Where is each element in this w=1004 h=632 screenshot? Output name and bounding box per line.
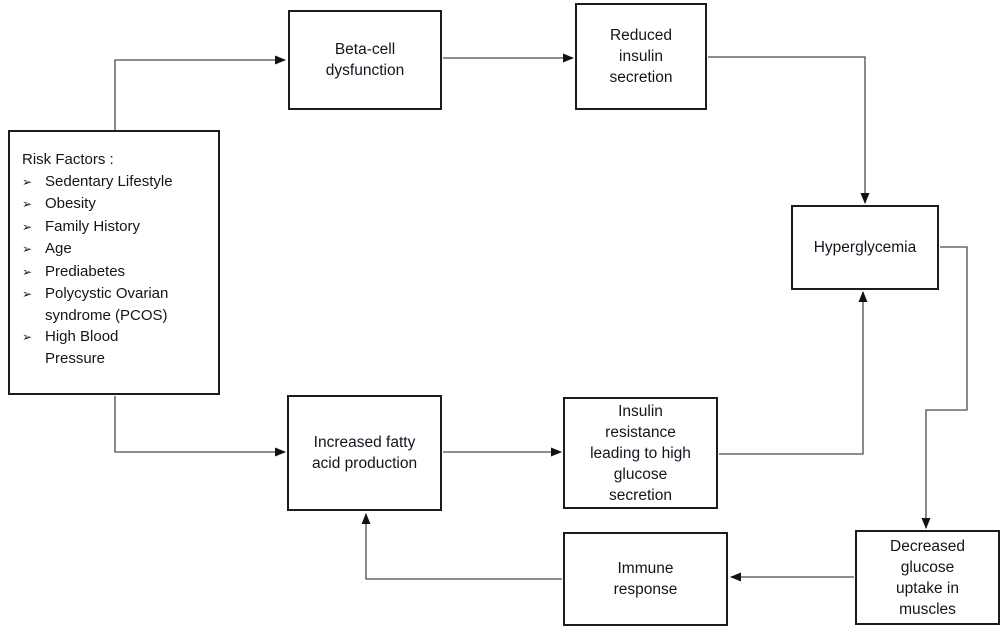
node-label: Beta-cell dysfunction bbox=[325, 41, 405, 79]
arrow-bullet-icon: ➢ bbox=[22, 197, 33, 211]
risk-factor-item: ➢ High Blood Pressure bbox=[22, 326, 212, 369]
edge-immune-response-to-fatty-acid bbox=[361, 513, 562, 580]
risk-factor-label: Sedentary Lifestyle bbox=[45, 172, 173, 190]
risk-factors-list: ➢ Sedentary Lifestyle ➢ Obesity ➢ Family… bbox=[22, 171, 212, 370]
risk-factor-item: ➢ Polycystic Ovarian syndrome (PCOS) bbox=[22, 283, 212, 326]
arrow-bullet-icon: ➢ bbox=[22, 242, 33, 256]
node-immune-response: Immune response bbox=[563, 532, 728, 626]
arrow-bullet-icon: ➢ bbox=[22, 174, 33, 189]
risk-factor-label: Prediabetes bbox=[45, 262, 126, 280]
node-label: Increased fatty acid production bbox=[311, 434, 418, 472]
node-label: Decreased glucose uptake in muscles bbox=[890, 537, 965, 618]
arrow-bullet-icon: ➢ bbox=[22, 264, 33, 279]
risk-factor-label: Polycystic Ovarian syndrome (PCOS) bbox=[45, 285, 169, 324]
risk-factor-item: ➢ Sedentary Lifestyle bbox=[22, 171, 212, 194]
risk-factor-item: ➢ Obesity bbox=[22, 193, 212, 216]
arrow-bullet-icon: ➢ bbox=[22, 219, 33, 234]
node-label: Hyperglycemia bbox=[813, 239, 917, 256]
node-increased-fatty-acid-production: Increased fatty acid production bbox=[287, 395, 442, 511]
node-decreased-glucose-uptake: Decreased glucose uptake in muscles bbox=[855, 530, 1000, 625]
node-hyperglycemia: Hyperglycemia bbox=[791, 205, 939, 290]
risk-factor-label: High Blood Pressure bbox=[45, 328, 119, 367]
node-insulin-resistance: Insulin resistance leading to high gluco… bbox=[563, 397, 718, 509]
node-risk-factors: Risk Factors : ➢ Sedentary Lifestyle ➢ O… bbox=[8, 130, 220, 395]
risk-factor-item: ➢ Age bbox=[22, 238, 212, 261]
risk-factor-label: Age bbox=[45, 240, 72, 257]
edge-risk-to-beta-cell bbox=[114, 55, 286, 130]
node-label: Insulin resistance leading to high gluco… bbox=[590, 402, 691, 504]
edge-hyperglycemia-to-decreased-glucose bbox=[921, 246, 968, 529]
edge-risk-to-fatty-acid bbox=[114, 396, 286, 457]
node-beta-cell-dysfunction: Beta-cell dysfunction bbox=[288, 10, 442, 110]
node-reduced-insulin-secretion: Reduced insulin secretion bbox=[575, 3, 707, 110]
risk-factor-label: Family History bbox=[45, 217, 141, 235]
node-label: Immune response bbox=[613, 560, 678, 598]
risk-factor-item: ➢ Prediabetes bbox=[22, 261, 212, 284]
arrow-bullet-icon: ➢ bbox=[22, 287, 33, 301]
risk-factors-heading: Risk Factors : bbox=[22, 151, 114, 168]
node-label: Reduced insulin secretion bbox=[609, 27, 673, 86]
risk-factor-item: ➢ Family History bbox=[22, 216, 212, 239]
edge-reduced-insulin-to-hyperglycemia bbox=[708, 56, 870, 204]
edge-insulin-resistance-to-hyperglycemia bbox=[719, 291, 868, 455]
arrow-bullet-icon: ➢ bbox=[22, 330, 33, 344]
risk-factor-label: Obesity bbox=[45, 195, 96, 212]
